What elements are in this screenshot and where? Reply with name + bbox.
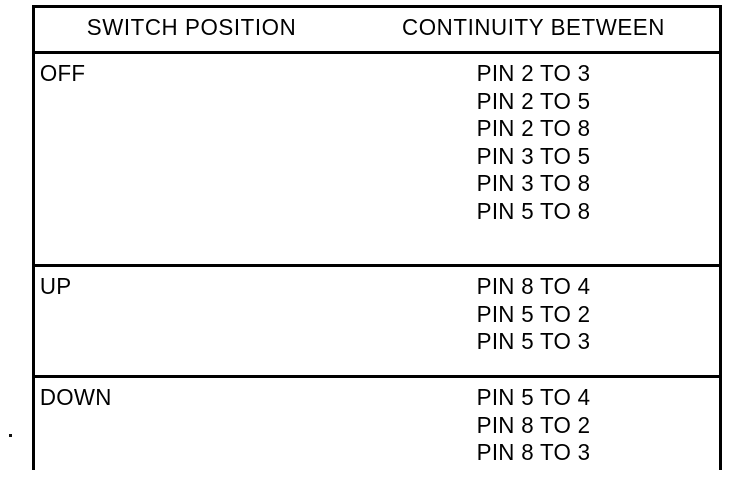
continuity-cell-up: PIN 8 TO 4 PIN 5 TO 2 PIN 5 TO 3 bbox=[348, 265, 719, 378]
switch-position-label-off: OFF bbox=[39, 60, 86, 86]
column-header-continuity-between: CONTINUITY BETWEEN bbox=[348, 8, 719, 54]
list-item: PIN 8 TO 3 bbox=[476, 439, 591, 465]
switch-continuity-table: SWITCH POSITION CONTINUITY BETWEEN OFF P… bbox=[35, 8, 719, 476]
list-item: PIN 5 TO 2 bbox=[476, 300, 591, 327]
list-item: PIN 2 TO 3 bbox=[476, 60, 591, 86]
list-item: PIN 5 TO 3 bbox=[476, 328, 591, 354]
table-row: OFF PIN 2 TO 3 PIN 2 TO 5 PIN 2 TO 8 PIN… bbox=[35, 52, 719, 267]
switch-position-cell-down: DOWN bbox=[35, 376, 348, 476]
column-header-switch-position-label: SWITCH POSITION bbox=[86, 14, 297, 40]
scan-artifact-speck bbox=[9, 434, 12, 437]
column-header-switch-position: SWITCH POSITION bbox=[35, 8, 348, 54]
list-item: PIN 5 TO 4 bbox=[476, 384, 591, 410]
switch-position-label-down: DOWN bbox=[39, 384, 112, 410]
list-item: PIN 2 TO 5 bbox=[476, 87, 591, 114]
column-header-continuity-between-label: CONTINUITY BETWEEN bbox=[402, 14, 665, 40]
table-header-row: SWITCH POSITION CONTINUITY BETWEEN bbox=[35, 8, 719, 54]
table-row: DOWN PIN 5 TO 4 PIN 8 TO 2 PIN 8 TO 3 bbox=[35, 376, 719, 476]
list-item: PIN 5 TO 8 bbox=[476, 197, 591, 224]
continuity-table: SWITCH POSITION CONTINUITY BETWEEN OFF P… bbox=[32, 5, 722, 476]
switch-position-cell-off: OFF bbox=[35, 52, 348, 267]
list-item: PIN 3 TO 5 bbox=[476, 142, 591, 169]
list-item: PIN 3 TO 8 bbox=[476, 170, 591, 196]
list-item: PIN 8 TO 4 bbox=[476, 273, 591, 299]
continuity-list-off: PIN 2 TO 3 PIN 2 TO 5 PIN 2 TO 8 PIN 3 T… bbox=[348, 54, 719, 225]
list-item: PIN 8 TO 2 bbox=[476, 411, 591, 438]
table-row: UP PIN 8 TO 4 PIN 5 TO 2 PIN 5 TO 3 bbox=[35, 265, 719, 378]
continuity-cell-off: PIN 2 TO 3 PIN 2 TO 5 PIN 2 TO 8 PIN 3 T… bbox=[348, 52, 719, 267]
switch-position-cell-up: UP bbox=[35, 265, 348, 378]
list-item: PIN 2 TO 8 bbox=[476, 115, 591, 141]
continuity-list-up: PIN 8 TO 4 PIN 5 TO 2 PIN 5 TO 3 bbox=[348, 267, 719, 356]
continuity-list-down: PIN 5 TO 4 PIN 8 TO 2 PIN 8 TO 3 bbox=[348, 378, 719, 467]
switch-position-label-up: UP bbox=[39, 273, 72, 299]
continuity-cell-down: PIN 5 TO 4 PIN 8 TO 2 PIN 8 TO 3 bbox=[348, 376, 719, 476]
